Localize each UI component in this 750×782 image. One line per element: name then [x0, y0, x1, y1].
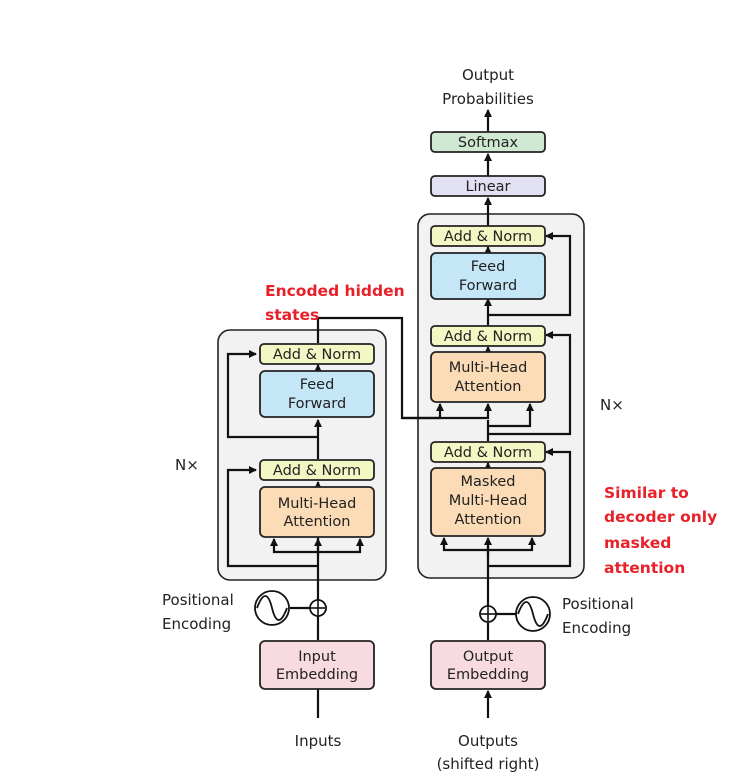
encoder-positional-encoding-line2: Encoding: [162, 615, 231, 633]
encoder-sinusoid-icon: [254, 590, 290, 626]
decoder-add-norm-3-block: Add & Norm: [430, 225, 546, 247]
encoder-add-norm-1-label: Add & Norm: [273, 463, 361, 479]
encoder-connectors: [226, 316, 492, 718]
decoder-add-norm-2-block: Add & Norm: [430, 325, 546, 347]
decoder-linear-label: Linear: [465, 179, 510, 195]
decoder-softmax-block: Softmax: [430, 131, 546, 153]
decoder-add-norm-1-label: Add & Norm: [444, 445, 532, 461]
similar-note-line1: Similar to: [604, 484, 689, 502]
encoder-add-norm-2-label: Add & Norm: [273, 347, 361, 363]
encoder-add-norm-2-block: Add & Norm: [259, 343, 375, 365]
encoder-positional-encoding-line1: Positional: [162, 591, 234, 609]
decoder-feed-forward-line1: Feed: [471, 259, 506, 275]
similar-note-line2: decoder only: [604, 508, 717, 526]
decoder-connectors: [440, 109, 572, 718]
decoder-feed-forward-line2: Forward: [459, 278, 517, 294]
similar-note-line3: masked: [604, 534, 671, 552]
encoder-attention-line2: Attention: [284, 514, 351, 530]
encoded-hidden-states-line1: Encoded hidden: [265, 282, 405, 300]
decoder-positional-encoding-line1: Positional: [562, 595, 634, 613]
encoder-feed-forward-block: Feed Forward: [259, 370, 375, 418]
decoder-masked-attention-line3: Attention: [455, 512, 522, 528]
output-probabilities-line1: Output: [462, 66, 514, 84]
decoder-output-embedding-line1: Output: [463, 649, 514, 665]
decoder-feed-forward-block: Feed Forward: [430, 252, 546, 300]
decoder-masked-attention-line1: Masked: [461, 474, 516, 490]
encoder-attention-line1: Multi-Head: [278, 496, 357, 512]
decoder-output-embedding-block: Output Embedding: [430, 640, 546, 690]
decoder-positional-encoding-line2: Encoding: [562, 619, 631, 637]
decoder-cross-attention-block: Multi-Head Attention: [430, 351, 546, 403]
encoder-input-embedding-line2: Embedding: [276, 667, 358, 683]
output-probabilities-line2: Probabilities: [442, 90, 534, 108]
encoder-repeat-label: N×: [175, 456, 199, 474]
decoder-repeat-label: N×: [600, 396, 624, 414]
decoder-cross-attention-line2: Attention: [455, 379, 522, 395]
decoder-masked-attention-block: Masked Multi-Head Attention: [430, 467, 546, 537]
encoder-input-embedding-block: Input Embedding: [259, 640, 375, 690]
decoder-masked-attention-line2: Multi-Head: [449, 493, 528, 509]
encoder-feed-forward-line1: Feed: [300, 377, 335, 393]
decoder-add-norm-1-block: Add & Norm: [430, 441, 546, 463]
decoder-add-norm-3-label: Add & Norm: [444, 229, 532, 245]
decoder-add-norm-2-label: Add & Norm: [444, 329, 532, 345]
decoder-outputs-line1: Outputs: [458, 732, 518, 750]
encoder-add-norm-1-block: Add & Norm: [259, 459, 375, 481]
decoder-output-embedding-line2: Embedding: [447, 667, 529, 683]
decoder-linear-block: Linear: [430, 175, 546, 197]
encoded-hidden-states-line2: states: [265, 306, 319, 324]
encoder-inputs-label: Inputs: [295, 732, 342, 750]
encoder-input-embedding-line1: Input: [298, 649, 336, 665]
decoder-outputs-line2: (shifted right): [437, 755, 540, 773]
decoder-sinusoid-icon: [515, 596, 551, 632]
encoder-feed-forward-line2: Forward: [288, 396, 346, 412]
decoder-cross-attention-line1: Multi-Head: [449, 360, 528, 376]
decoder-softmax-label: Softmax: [458, 135, 519, 151]
encoder-attention-block: Multi-Head Attention: [259, 486, 375, 538]
similar-note-line4: attention: [604, 559, 685, 577]
